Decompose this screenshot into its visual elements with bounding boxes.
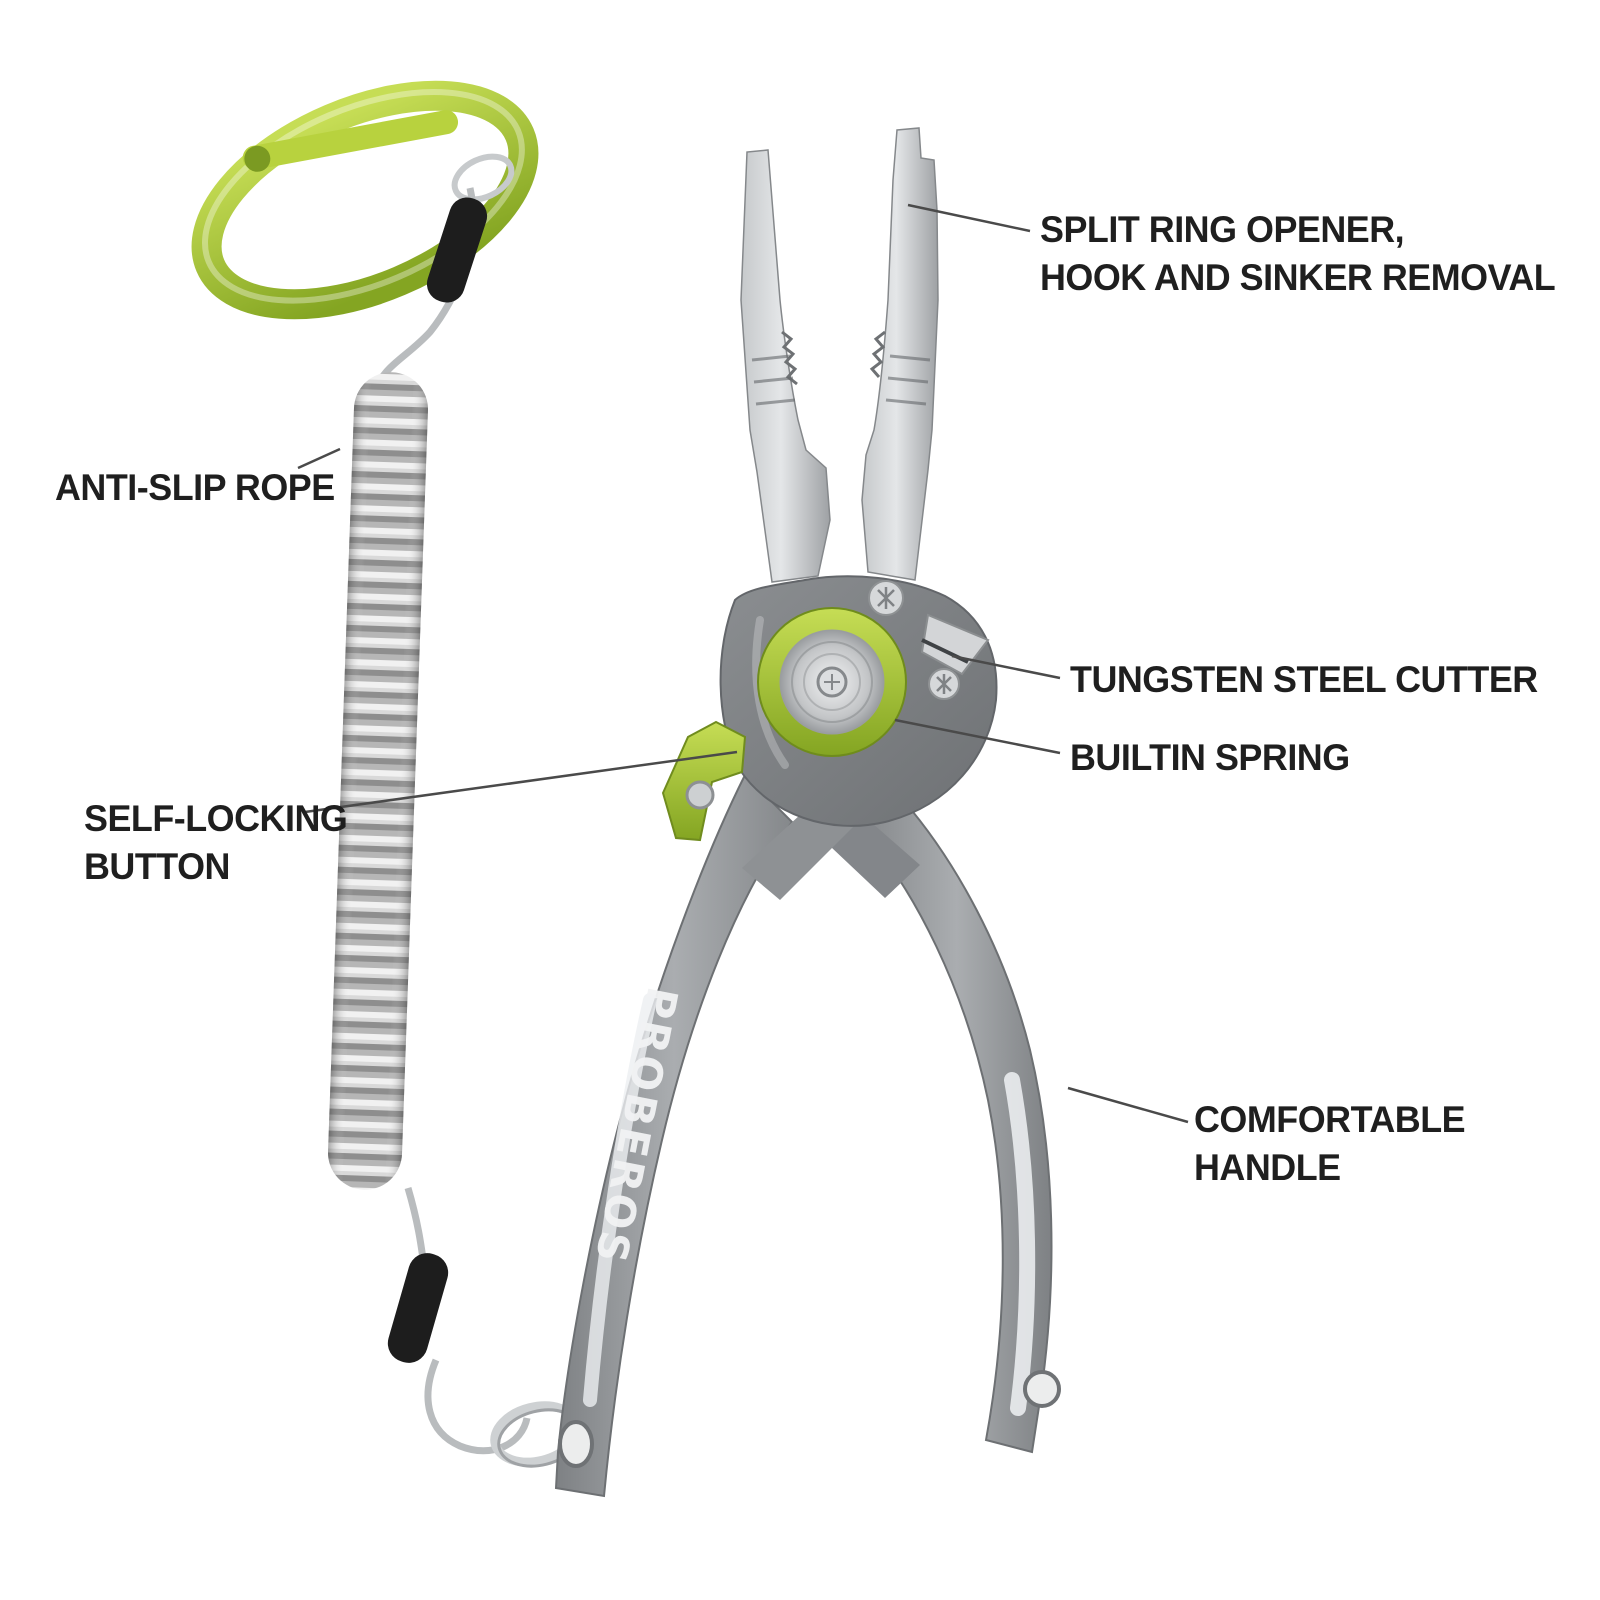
left-jaw-serrations [781,330,798,386]
pivot-screw-lower [928,668,960,700]
right-handle-lanyard-hole [1023,1370,1061,1408]
callout-label-spring: BUILTIN SPRING [1070,734,1350,782]
label-line: SELF-LOCKING [84,798,348,839]
left-jaw-grooves [751,354,796,406]
left-handle-highlight [583,993,657,1407]
right-handle [860,798,1053,1454]
label-line: TUNGSTEN STEEL CUTTER [1070,659,1538,700]
right-jaw [861,127,939,581]
callout-line-split-ring [907,203,1031,233]
callout-label-anti-slip: ANTI-SLIP ROPE [55,464,335,512]
callout-label-handle: COMFORTABLE HANDLE [1194,1096,1466,1192]
lever-screw [685,780,715,810]
carabiner-clip [191,80,539,320]
anti-slip-rope [328,187,583,1468]
label-line: COMFORTABLE [1194,1099,1466,1140]
callout-label-self-lock: SELF-LOCKING BUTTON [84,795,348,891]
right-handle-highlight [1004,1072,1036,1416]
label-line: BUILTIN SPRING [1070,737,1350,778]
rubber-sleeve-top [426,197,488,303]
carabiner-gate [242,110,459,170]
callout-line-handle [1067,1086,1189,1124]
label-line: SPLIT RING OPENER, [1040,209,1405,250]
callout-line-tungsten [951,654,1061,680]
fishing-pliers: PROBEROS [554,127,1061,1498]
left-jaw [740,149,831,583]
self-locking-button [661,720,747,842]
callout-label-split-ring: SPLIT RING OPENER, HOOK AND SINKER REMOV… [1040,206,1556,302]
callout-line-anti-slip [297,447,341,470]
callout-line-self-lock [304,750,738,814]
lanyard-wire-loop-top [451,153,515,203]
pivot-screw-upper [868,580,904,616]
brand-text: PROBEROS [585,983,687,1269]
label-line: ANTI-SLIP ROPE [55,467,335,508]
right-jaw-grooves [885,354,931,406]
right-jaw-serrations [869,330,886,378]
callout-lines [297,203,1189,1124]
rubber-sleeve-bottom [387,1253,449,1363]
label-line: HOOK AND SINKER REMOVAL [1040,257,1556,298]
label-line: HANDLE [1194,1147,1341,1188]
callout-label-tungsten: TUNGSTEN STEEL CUTTER [1070,656,1538,704]
callout-line-spring [894,718,1061,755]
label-line: BUTTON [84,846,230,887]
left-handle-lanyard-hole [558,1420,594,1468]
lanyard-wire-end-loop [424,1358,531,1455]
